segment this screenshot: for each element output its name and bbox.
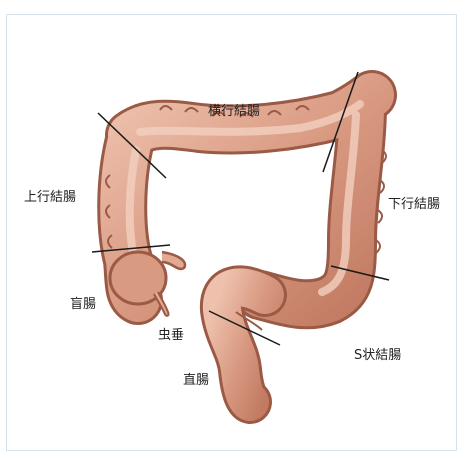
label-cecum: 盲腸 [70, 293, 96, 312]
label-transverse-colon: 横行結腸 [208, 100, 260, 119]
sigmoid-fill [222, 287, 265, 402]
appendix-tail [162, 252, 185, 269]
label-descending-colon: 下行結腸 [388, 193, 440, 212]
label-appendix: 虫垂 [158, 324, 184, 343]
label-rectum: 直腸 [183, 369, 209, 388]
label-sigmoid-colon: S状結腸 [354, 344, 401, 363]
label-ascending-colon: 上行結腸 [24, 186, 76, 205]
